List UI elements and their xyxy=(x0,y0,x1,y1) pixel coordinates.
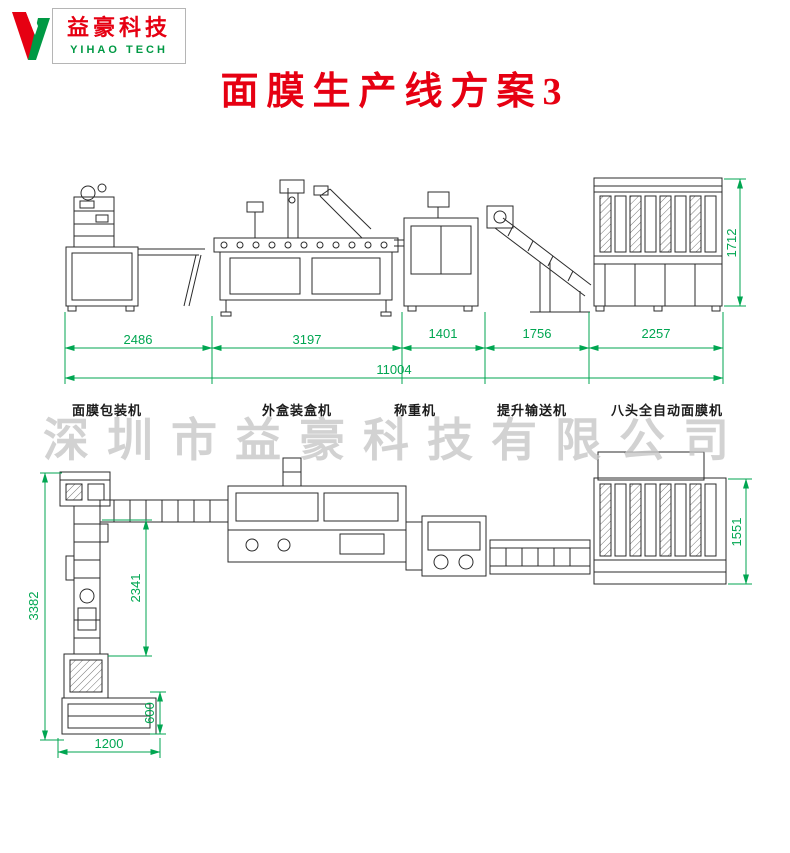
company-logo: 益豪科技 YIHAO TECH xyxy=(8,6,188,66)
plan-drawing: 3382 2341 600 1200 1551 xyxy=(26,451,752,758)
conveyor-plan xyxy=(99,499,229,523)
machine-label-lift-conveyor: 提升输送机 xyxy=(497,403,568,418)
plan-dimension-labels: 3382 2341 600 1200 1551 xyxy=(26,518,744,751)
logo-text-box: 益豪科技 YIHAO TECH xyxy=(52,8,186,64)
plan-dimension-lines xyxy=(40,472,752,758)
page-title: 面膜生产线方案3 xyxy=(220,71,570,113)
machine-label-mask-machine: 八头全自动面膜机 xyxy=(611,403,724,418)
company-name-cn: 益豪科技 xyxy=(66,15,171,41)
machine-weigher-elevation xyxy=(394,191,479,312)
machine-label-weigher: 称重机 xyxy=(394,403,437,418)
logo-mark-icon xyxy=(12,12,50,60)
dim-seg1: 2486 xyxy=(124,332,153,347)
elevation-dimension-labels: 2486 3197 1401 1756 2257 11004 1712 xyxy=(124,229,739,377)
dim-seg3: 1401 xyxy=(429,326,458,341)
elevation-drawing: 2486 3197 1401 1756 2257 11004 1712 xyxy=(64,177,746,384)
machine-mask-packing-elevation xyxy=(65,183,205,312)
dim-right-height: 1551 xyxy=(729,518,744,547)
dim-total: 11004 xyxy=(376,362,411,377)
machine-label-mask-packing: 面膜包装机 xyxy=(72,403,143,418)
dim-column-length: 2341 xyxy=(128,574,143,603)
dim-seg2: 3197 xyxy=(293,332,322,347)
machine-cartoner-plan xyxy=(227,457,407,563)
machine-cartoner-elevation xyxy=(213,179,399,317)
machine-lift-conveyor-elevation xyxy=(486,205,592,313)
machine-weigher-plan xyxy=(405,515,487,577)
dim-foot-width: 1200 xyxy=(95,736,124,751)
machine-label-cartoner: 外盒装盒机 xyxy=(262,403,333,418)
machine-mask-machine-plan xyxy=(593,451,727,585)
dim-seg4: 1756 xyxy=(523,326,552,341)
dim-left-height: 3382 xyxy=(26,592,41,621)
elevation-dimension-lines xyxy=(64,178,746,384)
dim-height-right: 1712 xyxy=(724,229,739,258)
machine-mask-packing-plan xyxy=(59,471,157,735)
machine-lift-conveyor-plan xyxy=(489,539,591,575)
watermark-company-name: 深圳市益豪科技有限公司 xyxy=(43,415,747,466)
company-name-en: YIHAO TECH xyxy=(70,43,168,56)
dim-seg5: 2257 xyxy=(642,326,671,341)
machine-mask-machine-elevation xyxy=(593,177,723,312)
dim-foot-depth: 600 xyxy=(142,702,157,724)
